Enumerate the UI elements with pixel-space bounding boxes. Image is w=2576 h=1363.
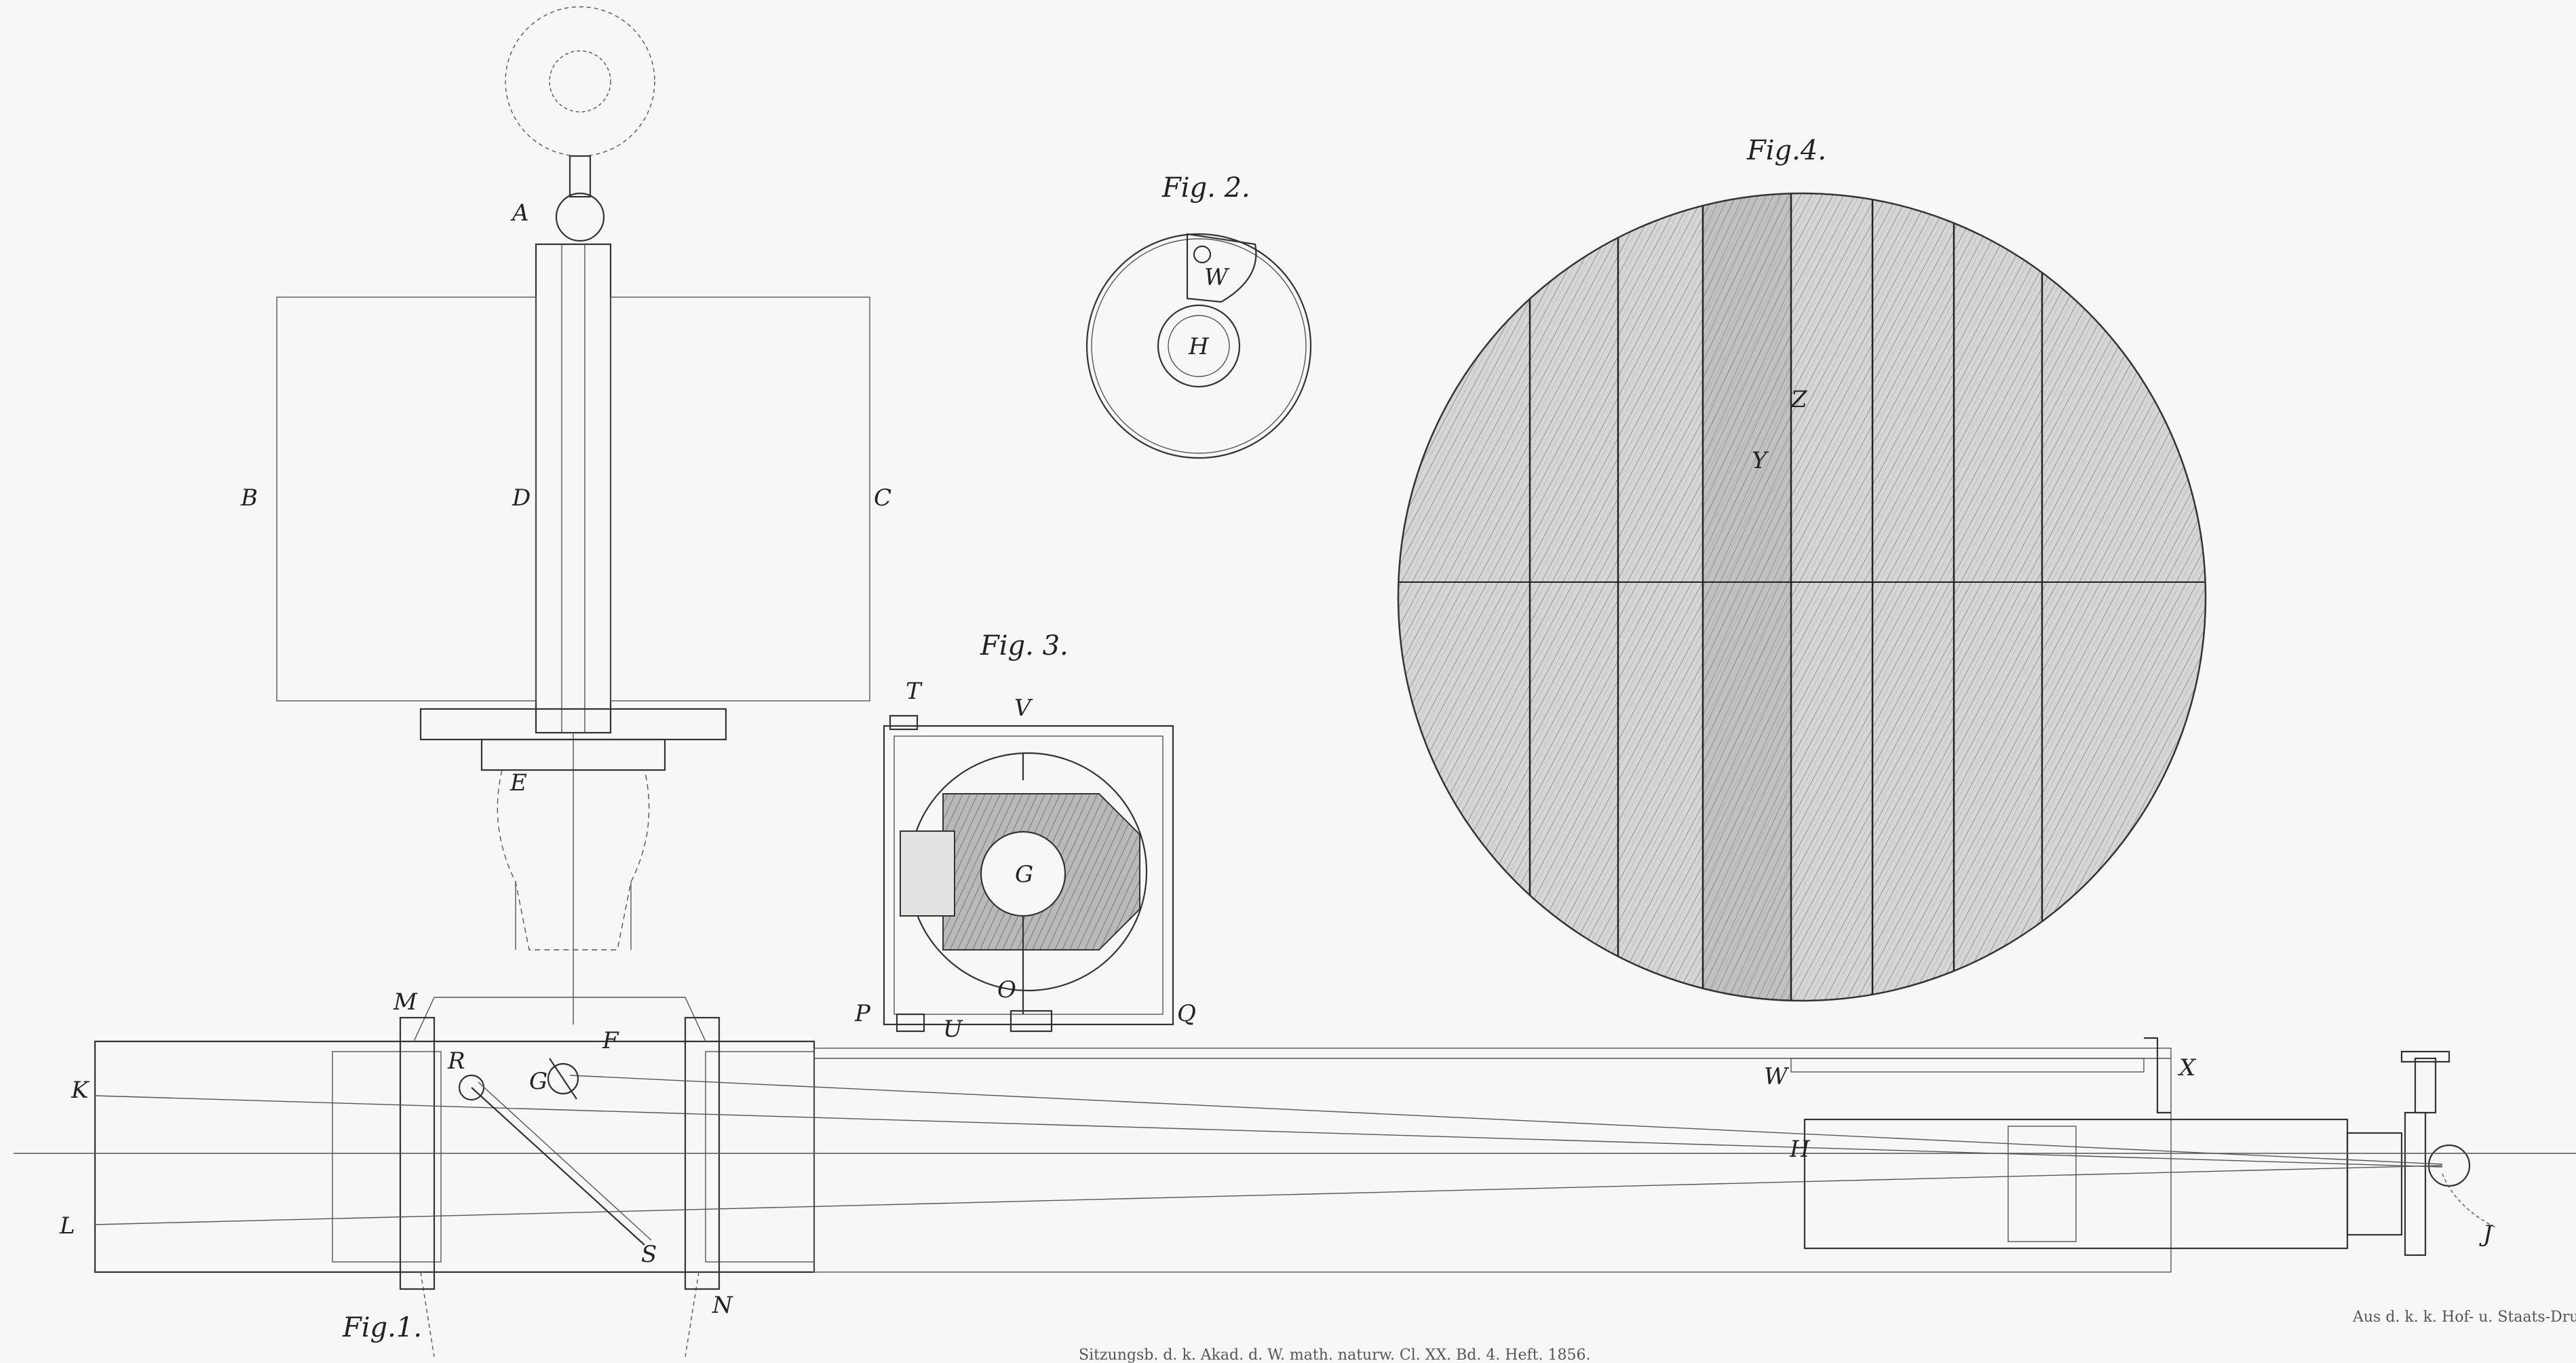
fig3-label-v: V: [1014, 695, 1033, 722]
fig1-label-e: E: [510, 769, 527, 796]
fig1-label-f: F: [602, 1027, 619, 1054]
fig1-diagram: [14, 6, 2576, 1358]
fig1-telescope-tube: [813, 1048, 2172, 1273]
fig1-label-h: H: [1789, 1136, 1811, 1163]
fig1-label-w: W: [1764, 1063, 1790, 1090]
fig1-label-c: C: [874, 484, 891, 512]
fig4-label-z: Z: [1790, 386, 1808, 413]
fig3-label-q: Q: [1177, 1000, 1196, 1027]
fig1-top-wheel: [505, 6, 655, 157]
fig4-diagram: [1397, 192, 2207, 1002]
fig1-label-j: J: [2479, 1221, 2494, 1248]
fig3-diagram: [883, 714, 1174, 1033]
fig4-label-y: Y: [1752, 447, 1769, 474]
fig1-main-tube: [94, 1040, 815, 1273]
fig3-title: Fig. 3.: [980, 630, 1069, 661]
fig1-title: Fig.1.: [342, 1312, 422, 1343]
fig1-label-x: X: [2177, 1054, 2197, 1081]
fig1-label-g: G: [529, 1068, 547, 1095]
fig2-label-h: H: [1188, 333, 1210, 360]
fig2-label-w: W: [1204, 264, 1230, 291]
footer-imprint: Aus d. k. k. Hof- u. Staats-Druckerei: [2352, 1309, 2576, 1326]
fig1-label-n: N: [712, 1292, 733, 1319]
fig3-label-u: U: [943, 1016, 963, 1043]
fig1-label-b: B: [240, 484, 258, 512]
fig1-label-d: D: [512, 484, 531, 512]
fig1-label-a: A: [510, 199, 529, 227]
footer-caption: Sitzungsb. d. k. Akad. d. W. math. natur…: [1079, 1347, 1590, 1363]
fig2-diagram: [1085, 233, 1312, 459]
fig1-shaft-d: [535, 243, 612, 734]
fig3-label-t: T: [906, 678, 923, 705]
fig3-label-p: P: [854, 1000, 871, 1027]
fig4-title: Fig.4.: [1746, 135, 1826, 166]
fig1-vane-b: [276, 296, 537, 702]
fig1-label-k: K: [71, 1077, 90, 1104]
fig3-label-o: O: [997, 976, 1016, 1003]
fig1-label-r: R: [447, 1048, 465, 1075]
fig3-label-g: G: [1015, 861, 1033, 888]
fig1-vane-c: [610, 296, 870, 702]
fig2-title: Fig. 2.: [1161, 172, 1250, 204]
fig1-label-s: S: [641, 1241, 657, 1268]
fig1-label-m: M: [393, 988, 418, 1016]
fig1-label-l: L: [59, 1212, 75, 1240]
